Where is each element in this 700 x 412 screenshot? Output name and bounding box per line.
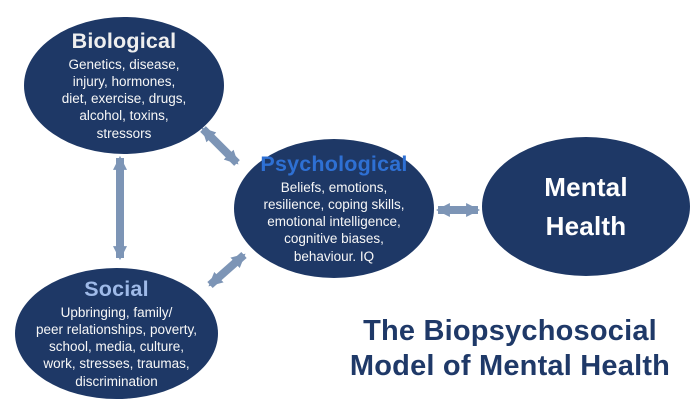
diagram-title: The Biopsychosocial Model of Mental Heal… bbox=[349, 315, 671, 382]
node-mental-health: Mental Health bbox=[482, 137, 690, 276]
node-biological-title: Biological bbox=[71, 29, 177, 54]
node-biological: Biological Genetics, disease, injury, ho… bbox=[24, 17, 224, 154]
node-biological-body: Genetics, disease, injury, hormones, die… bbox=[61, 57, 187, 141]
node-social-title: Social bbox=[84, 277, 149, 302]
arrow-biological-psychological bbox=[200, 126, 240, 166]
node-psychological-body: Beliefs, emotions, resilience, coping sk… bbox=[263, 180, 405, 264]
node-psychological-title: Psychological bbox=[260, 152, 408, 177]
node-psychological: Psychological Beliefs, emotions, resilie… bbox=[234, 139, 434, 278]
node-social: Social Upbringing, family/ peer relation… bbox=[15, 268, 218, 399]
node-mental-health-title: Mental Health bbox=[544, 171, 628, 241]
node-social-body: Upbringing, family/ peer relationships, … bbox=[35, 305, 198, 389]
arrow-social-psychological bbox=[207, 252, 247, 288]
